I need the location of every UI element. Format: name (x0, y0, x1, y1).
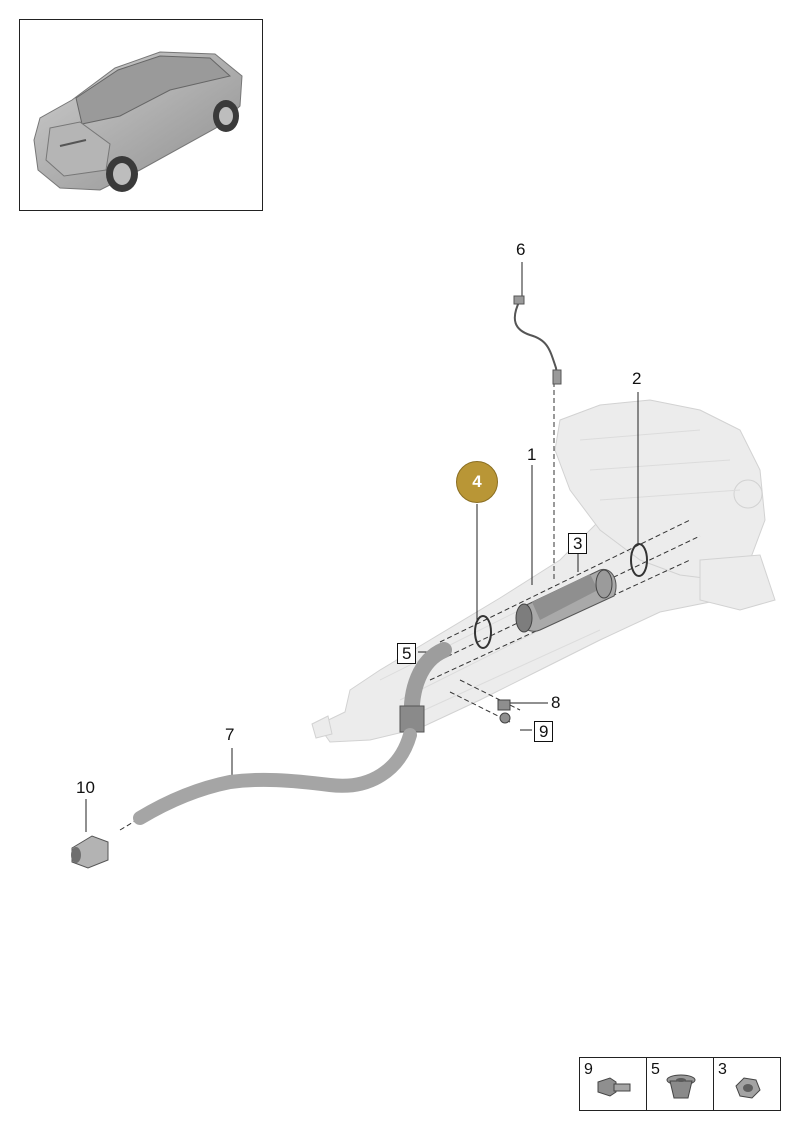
legend-number: 3 (718, 1061, 727, 1078)
bolt-icon (597, 1077, 631, 1097)
hardware-legend: 9 5 3 (579, 1057, 781, 1111)
suv-illustration (33, 51, 243, 192)
bracket (497, 699, 511, 711)
nut-icon (735, 1077, 761, 1099)
callout-2[interactable]: 2 (632, 369, 642, 388)
oxygen-sensor (513, 295, 562, 385)
callout-9[interactable]: 9 (534, 721, 554, 742)
legend-cell-9[interactable]: 9 (580, 1058, 647, 1110)
transmission-ghost (311, 399, 776, 743)
clamp-rear (630, 543, 648, 577)
bolt (499, 712, 511, 724)
legend-cell-3[interactable]: 3 (714, 1058, 780, 1110)
callout-1[interactable]: 1 (527, 445, 537, 464)
transmission-detail (379, 429, 741, 713)
leader-lines (85, 262, 639, 832)
callout-10[interactable]: 10 (76, 778, 95, 797)
legend-number: 9 (584, 1061, 593, 1078)
tail-pipe (133, 728, 417, 825)
callout-7[interactable]: 7 (225, 725, 235, 744)
flange-nut-icon (666, 1074, 696, 1099)
callout-3[interactable]: 3 (568, 533, 588, 554)
exhaust-tip (71, 835, 109, 869)
vehicle-thumbnail (19, 19, 263, 211)
clamp-front (474, 615, 492, 649)
legend-cell-5[interactable]: 5 (647, 1058, 714, 1110)
catalytic-converter (515, 568, 617, 633)
callout-8[interactable]: 8 (551, 693, 561, 712)
legend-number: 5 (651, 1061, 660, 1078)
callout-5[interactable]: 5 (397, 643, 417, 664)
callout-6[interactable]: 6 (516, 240, 526, 259)
front-pipe (399, 642, 452, 733)
callout-4-highlighted[interactable]: 4 (456, 461, 498, 503)
